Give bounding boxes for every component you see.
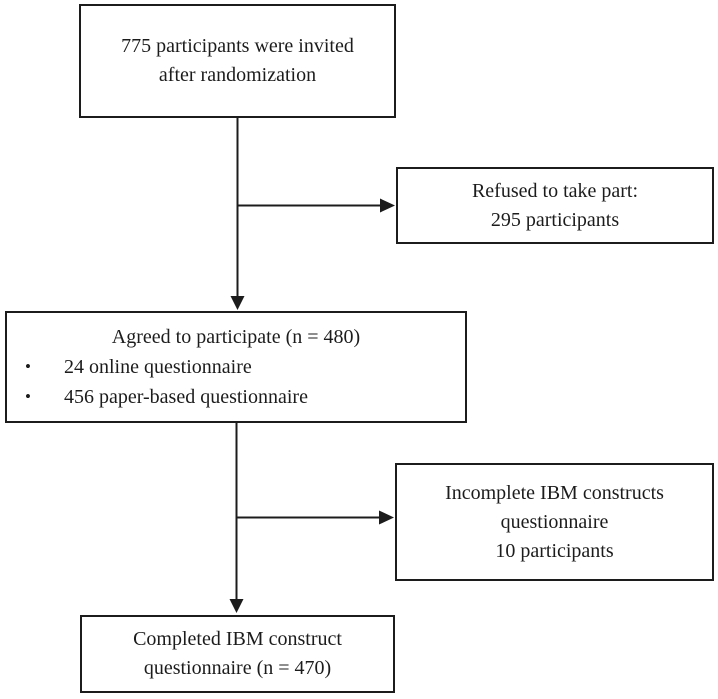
arrowhead-down-agreed xyxy=(230,296,245,310)
box-incomplete-line1: Incomplete IBM constructs xyxy=(445,481,664,504)
arrowhead-down-completed xyxy=(229,599,244,613)
box-agreed-bullet-row-1: • 24 online questionnaire xyxy=(7,352,465,382)
box-refused-line1: Refused to take part: xyxy=(471,179,639,202)
box-incomplete-line3: 10 participants xyxy=(495,539,614,562)
box-agreed-bullet2: 456 paper-based questionnaire xyxy=(64,386,308,408)
box-invited: 775 participants were invited after rand… xyxy=(79,4,396,118)
box-incomplete: Incomplete IBM constructs questionnaire … xyxy=(395,463,714,581)
box-refused: Refused to take part: 295 participants xyxy=(396,167,714,244)
box-completed-line1: Completed IBM construct xyxy=(133,628,342,650)
arrowhead-right-refused xyxy=(380,198,395,213)
arrowhead-right-incomplete xyxy=(379,510,394,525)
box-invited-line2: after randomization xyxy=(158,64,317,86)
box-agreed-title: Agreed to participate (n = 480) xyxy=(111,326,361,348)
box-invited-line1: 775 participants were invited xyxy=(121,35,354,57)
box-agreed-bullet1: 24 online questionnaire xyxy=(64,356,252,378)
bullet-icon: • xyxy=(25,357,31,376)
box-refused-line2: 295 participants xyxy=(490,208,620,231)
box-completed: Completed IBM construct questionnaire (n… xyxy=(80,615,395,693)
box-agreed: Agreed to participate (n = 480) • 24 onl… xyxy=(5,311,467,423)
bullet-icon: • xyxy=(25,387,31,406)
box-completed-line2: questionnaire (n = 470) xyxy=(143,657,332,679)
box-agreed-bullet-row-2: • 456 paper-based questionnaire xyxy=(7,382,465,412)
box-incomplete-line2: questionnaire xyxy=(500,510,609,533)
